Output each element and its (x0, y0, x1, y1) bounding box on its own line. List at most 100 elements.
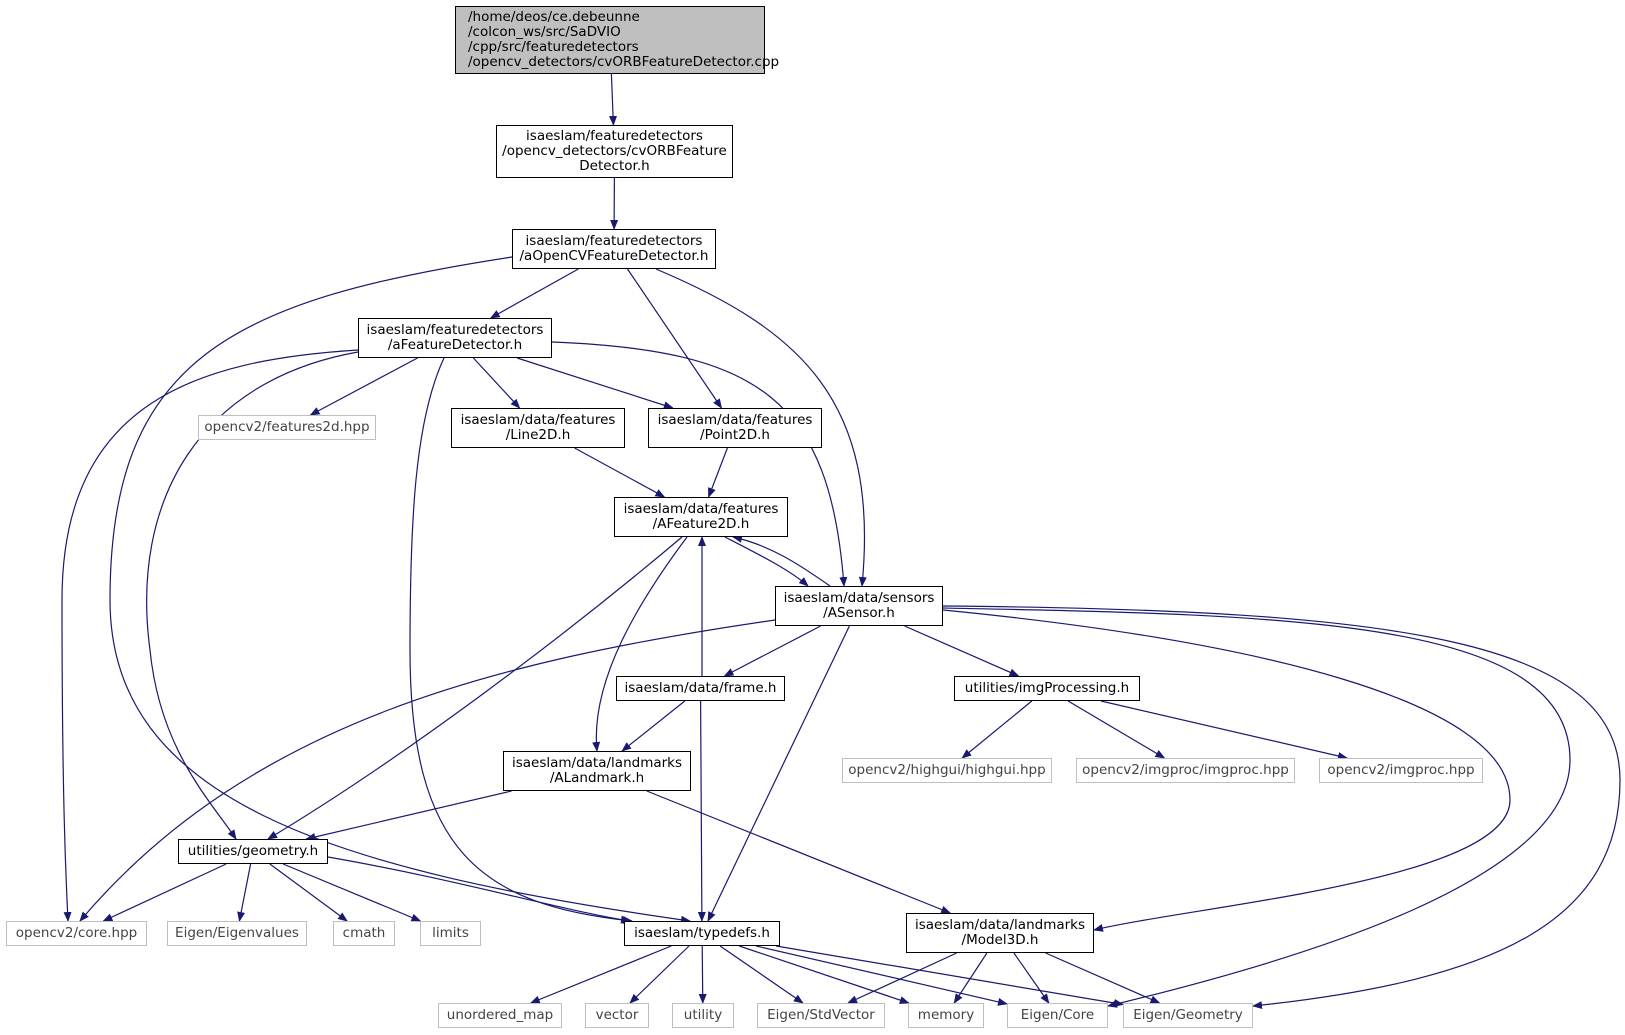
node-label-line: opencv2/highgui/highgui.hpp (848, 762, 1046, 778)
node-label-line: opencv2/features2d.hpp (204, 419, 370, 435)
edge-afeature2d-to-asensor (724, 536, 809, 587)
node-label-line: isaeslam/typedefs.h (634, 925, 770, 941)
edge-typedefs-to-unordered-map (529, 945, 672, 1004)
node-label-line: cmath (342, 925, 386, 941)
node-geometry[interactable]: utilities/geometry.h (178, 839, 328, 864)
edge-geometry-to-core-hpp (102, 863, 227, 922)
node-imgproc-imgproc: opencv2/imgproc/imgproc.hpp (1076, 758, 1295, 783)
node-imgproc-h[interactable]: utilities/imgProcessing.h (954, 676, 1140, 701)
edge-afeature-to-geometry (146, 351, 359, 840)
node-label-line: /ASensor.h (823, 605, 895, 621)
edge-alandmark-to-model3d (646, 790, 952, 914)
node-label-line: /AFeature2D.h (652, 516, 750, 532)
edge-asensor-to-frame (723, 625, 821, 677)
node-eigenvalues: Eigen/Eigenvalues (167, 921, 307, 946)
node-alandmark[interactable]: isaeslam/data/landmarks/ALandmark.h (503, 751, 691, 791)
node-label-line: isaeslam/data/features (460, 412, 616, 428)
node-label-line: isaeslam/data/landmarks (511, 755, 683, 771)
node-label-line: isaeslam/data/landmarks (914, 917, 1086, 933)
node-root[interactable]: /home/deos/ce.debeunne/colcon_ws/src/SaD… (455, 6, 779, 74)
edge-geometry-to-limits (282, 863, 422, 922)
edge-model3d-to-eigen-geometry (1045, 952, 1161, 1004)
node-afeature2d[interactable]: isaeslam/data/features/AFeature2D.h (614, 497, 788, 537)
edge-model3d-to-memory (953, 952, 988, 1004)
node-label-line: isaeslam/data/features (657, 412, 813, 428)
edge-afeature-to-core-hpp (61, 349, 359, 922)
edge-afeature-to-typedefs (409, 357, 633, 925)
edge-alandmark-to-geometry (305, 790, 512, 841)
edge-typedefs-to-memory (739, 945, 910, 1004)
node-asensor[interactable]: isaeslam/data/sensors/ASensor.h (775, 586, 943, 626)
edge-asensor-to-eigen-geometry (942, 605, 1621, 1010)
node-typedefs[interactable]: isaeslam/typedefs.h (624, 921, 780, 946)
edge-asensor-to-imgproc-h (904, 625, 1020, 677)
node-label-line: opencv2/imgproc/imgproc.hpp (1082, 762, 1289, 778)
edge-asensor-to-eigen-core (942, 607, 1571, 1008)
node-label-line: /Point2D.h (700, 427, 770, 443)
node-label-line: isaeslam/data/features (623, 501, 779, 517)
edge-asensor-to-afeature2d (732, 534, 831, 587)
node-frame[interactable]: isaeslam/data/frame.h (616, 676, 785, 701)
node-label-line: /Line2D.h (505, 427, 571, 443)
edge-geometry-to-eigenvalues (237, 863, 252, 922)
node-point2d[interactable]: isaeslam/data/features/Point2D.h (648, 408, 822, 448)
edge-aopencv-to-afeature (489, 268, 579, 319)
edge-afeature-to-features2d (309, 357, 418, 416)
node-label-line: /aOpenCVFeatureDetector.h (519, 248, 709, 264)
node-label-line: Eigen/StdVector (767, 1007, 875, 1023)
edge-model3d-to-stdvector (847, 952, 957, 1004)
edge-typedefs-to-eigen-core (756, 945, 1008, 1006)
edge-line2d-to-afeature2d (574, 447, 666, 498)
edge-asensor-to-core-hpp (79, 619, 776, 922)
node-label-line: isaeslam/featuredetectors (525, 233, 703, 249)
node-label-line: opencv2/imgproc.hpp (1327, 762, 1475, 778)
node-aopencv[interactable]: isaeslam/featuredetectors/aOpenCVFeature… (512, 229, 716, 269)
edge-typedefs-to-vector (629, 945, 690, 1004)
edge-frame-to-alandmark (621, 700, 686, 752)
node-model3d[interactable]: isaeslam/data/landmarks/Model3D.h (906, 913, 1094, 953)
node-vector: vector (585, 1003, 649, 1028)
edge-afeature2d-to-alandmark (592, 536, 688, 752)
node-label-line: Detector.h (579, 158, 650, 174)
edge-root-to-cvorb-h (609, 73, 618, 126)
edge-imgproc-h-to-imgproc-hpp (1100, 700, 1348, 760)
edge-point2d-to-afeature2d (708, 447, 728, 498)
edge-geometry-to-typedefs (327, 856, 631, 924)
node-core-hpp: opencv2/core.hpp (6, 921, 147, 946)
node-label-line: /cpp/src/featuredetectors (468, 39, 639, 55)
edge-frame-to-typedefs (697, 700, 706, 922)
edge-aopencv-to-asensor (655, 268, 867, 587)
edge-afeature-to-point2d (517, 357, 674, 410)
edge-aopencv-to-point2d (627, 268, 723, 409)
node-afeature[interactable]: isaeslam/featuredetectors/aFeatureDetect… (358, 318, 552, 358)
edge-typedefs-to-eigen-geometry (776, 945, 1124, 1007)
node-eigen-geometry: Eigen/Geometry (1123, 1003, 1253, 1028)
node-label-line: /home/deos/ce.debeunne (468, 9, 640, 25)
node-label-line: utilities/imgProcessing.h (964, 680, 1130, 696)
node-label-line: /aFeatureDetector.h (387, 337, 523, 353)
edge-typedefs-to-utility (698, 945, 707, 1004)
edge-asensor-to-typedefs (707, 625, 850, 922)
node-label-line: limits (432, 925, 469, 941)
node-highgui: opencv2/highgui/highgui.hpp (842, 758, 1052, 783)
edge-asensor-to-model3d (942, 609, 1511, 932)
node-label-line: isaeslam/data/frame.h (624, 680, 777, 696)
node-label-line: /opencv_detectors/cvORBFeature (502, 143, 727, 159)
node-line2d[interactable]: isaeslam/data/features/Line2D.h (451, 408, 625, 448)
node-imgproc-hpp: opencv2/imgproc.hpp (1319, 758, 1483, 783)
node-label-line: isaeslam/featuredetectors (526, 128, 703, 144)
node-cmath: cmath (333, 921, 395, 946)
node-eigen-core: Eigen/Core (1007, 1003, 1108, 1028)
node-label-line: vector (595, 1007, 639, 1023)
edge-aopencv-to-typedefs (109, 256, 691, 924)
edge-imgproc-h-to-imgproc-imgproc (1067, 700, 1166, 759)
edge-afeature-to-asensor (551, 341, 848, 587)
node-label-line: /Model3D.h (961, 932, 1039, 948)
node-label-line: isaeslam/featuredetectors (366, 322, 544, 338)
edge-typedefs-to-stdvector (719, 945, 804, 1004)
edge-model3d-to-eigen-core (1013, 952, 1050, 1004)
node-cvorb-h[interactable]: isaeslam/featuredetectors/opencv_detecto… (496, 125, 733, 178)
node-label-line: /colcon_ws/src/SaDVIO (468, 24, 621, 40)
